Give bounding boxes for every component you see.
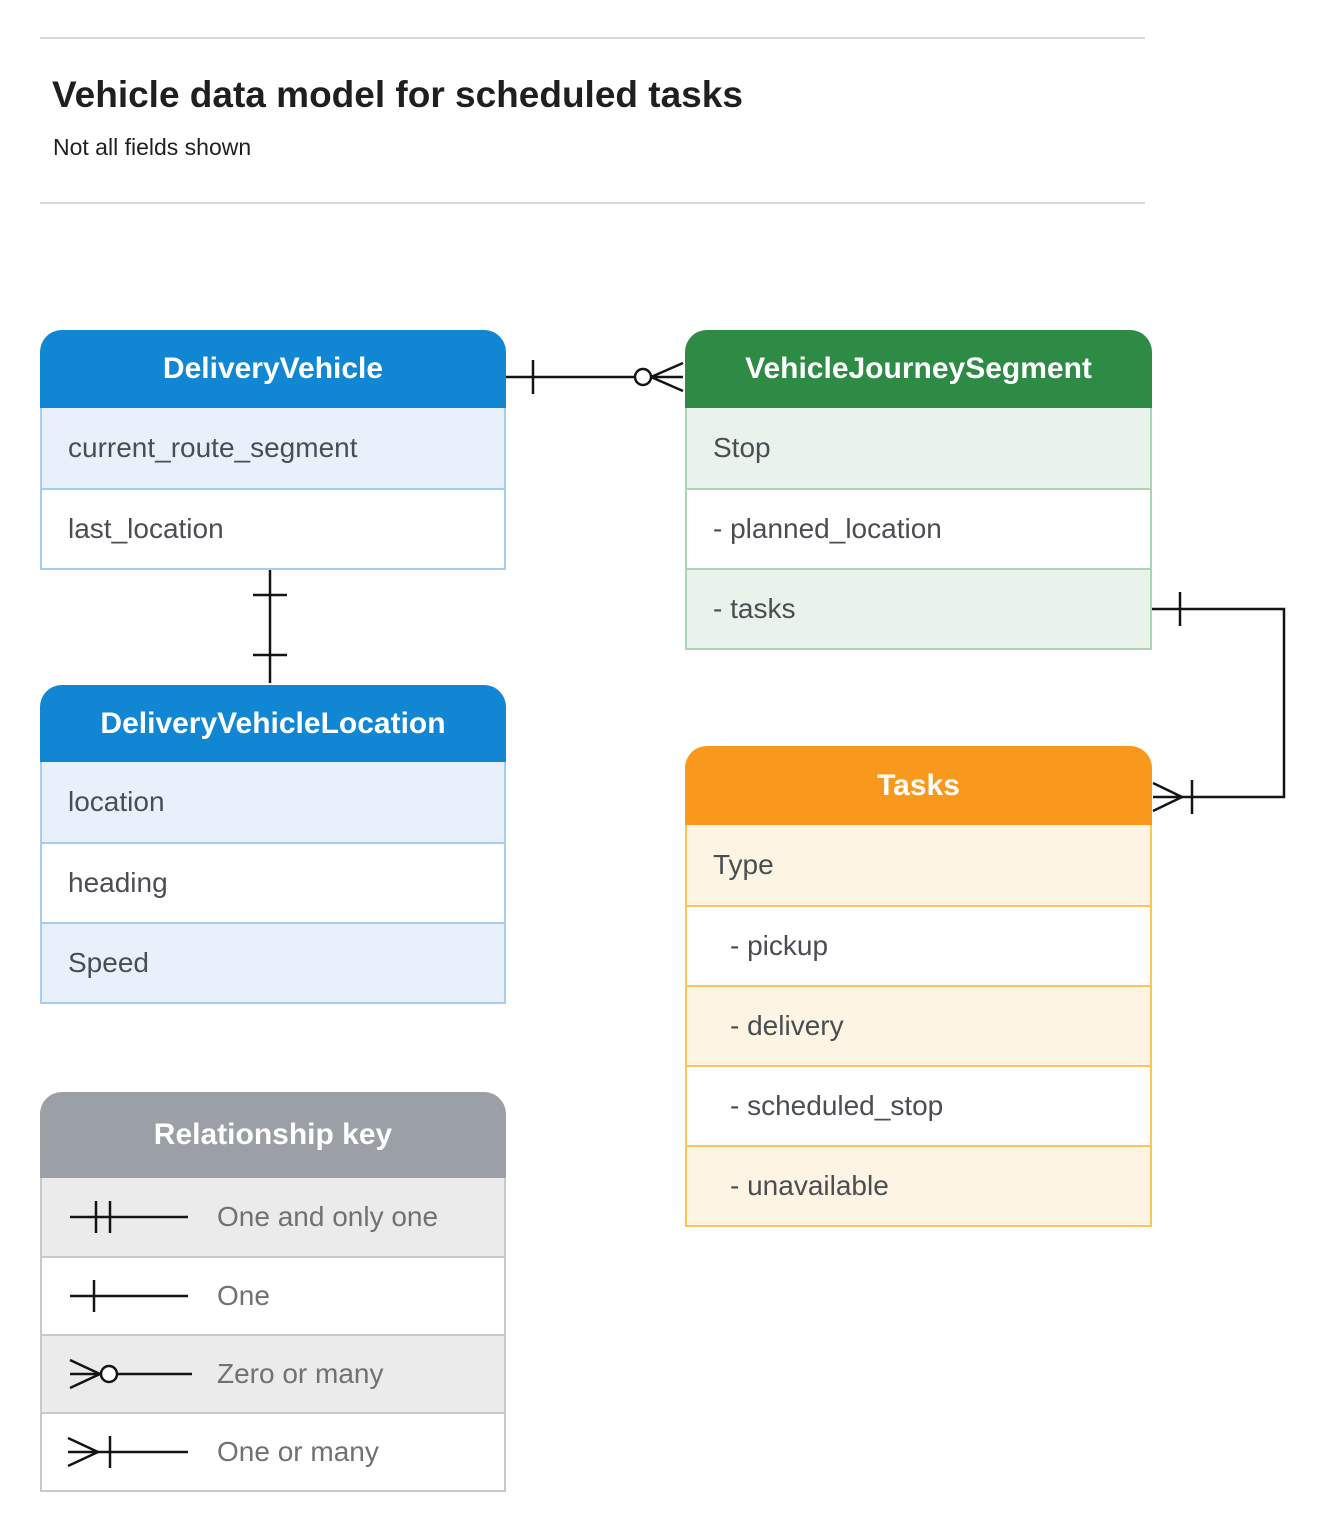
legend-item: Zero or many (42, 1334, 504, 1412)
relationship-key-items: One and only one One Zero or many (40, 1178, 506, 1492)
field-row: - unavailable (687, 1145, 1150, 1225)
relationship-key-title: Relationship key (40, 1092, 506, 1178)
field-row: heading (42, 842, 504, 922)
entity-fields: Stop - planned_location - tasks (685, 408, 1152, 650)
legend-item: One and only one (42, 1178, 504, 1256)
field-row: Type (687, 825, 1150, 905)
entity-fields: Type - pickup - delivery - scheduled_sto… (685, 825, 1152, 1227)
entity-title: Tasks (685, 746, 1152, 825)
one-and-only-one-symbol (70, 1201, 188, 1233)
field-row: - planned_location (687, 488, 1150, 568)
entity-title: VehicleJourneySegment (685, 330, 1152, 408)
field-row: last_location (42, 488, 504, 568)
entity-tasks: Tasks Type - pickup - delivery - schedul… (685, 746, 1152, 1227)
entity-delivery-vehicle-location: DeliveryVehicleLocation location heading… (40, 685, 506, 1004)
connector-vehiclejourneysegment-tasks (1152, 592, 1286, 814)
legend-label: One (217, 1280, 270, 1311)
top-divider (40, 37, 1145, 39)
field-row: - scheduled_stop (687, 1065, 1150, 1145)
one-symbol (70, 1280, 188, 1312)
field-row: - delivery (687, 985, 1150, 1065)
legend-item: One or many (42, 1412, 504, 1490)
entity-fields: current_route_segment last_location (40, 408, 506, 570)
field-row: - tasks (687, 568, 1150, 648)
entity-vehicle-journey-segment: VehicleJourneySegment Stop - planned_loc… (685, 330, 1152, 650)
legend-item: One (42, 1256, 504, 1334)
field-row: location (42, 762, 504, 842)
relationship-key: Relationship key One and only one One (40, 1092, 506, 1492)
entity-fields: location heading Speed (40, 762, 506, 1004)
field-row: Stop (687, 408, 1150, 488)
zero-or-many-symbol (69, 1358, 192, 1390)
legend-label: One or many (217, 1436, 379, 1467)
connector-deliveryvehicle-deliveryvehiclelocation (253, 570, 287, 683)
header-divider (40, 202, 1145, 204)
one-or-many-symbol (67, 1436, 188, 1468)
entity-title: DeliveryVehicleLocation (40, 685, 506, 762)
connector-deliveryvehicle-vehiclejourneysegment (506, 360, 684, 394)
page-title: Vehicle data model for scheduled tasks (52, 74, 743, 115)
field-row: Speed (42, 922, 504, 1002)
legend-label: Zero or many (217, 1358, 384, 1389)
entity-delivery-vehicle: DeliveryVehicle current_route_segment la… (40, 330, 506, 570)
field-row: current_route_segment (42, 408, 504, 488)
field-row: - pickup (687, 905, 1150, 985)
entity-title: DeliveryVehicle (40, 330, 506, 408)
page-subtitle: Not all fields shown (53, 134, 252, 160)
legend-label: One and only one (217, 1201, 439, 1232)
